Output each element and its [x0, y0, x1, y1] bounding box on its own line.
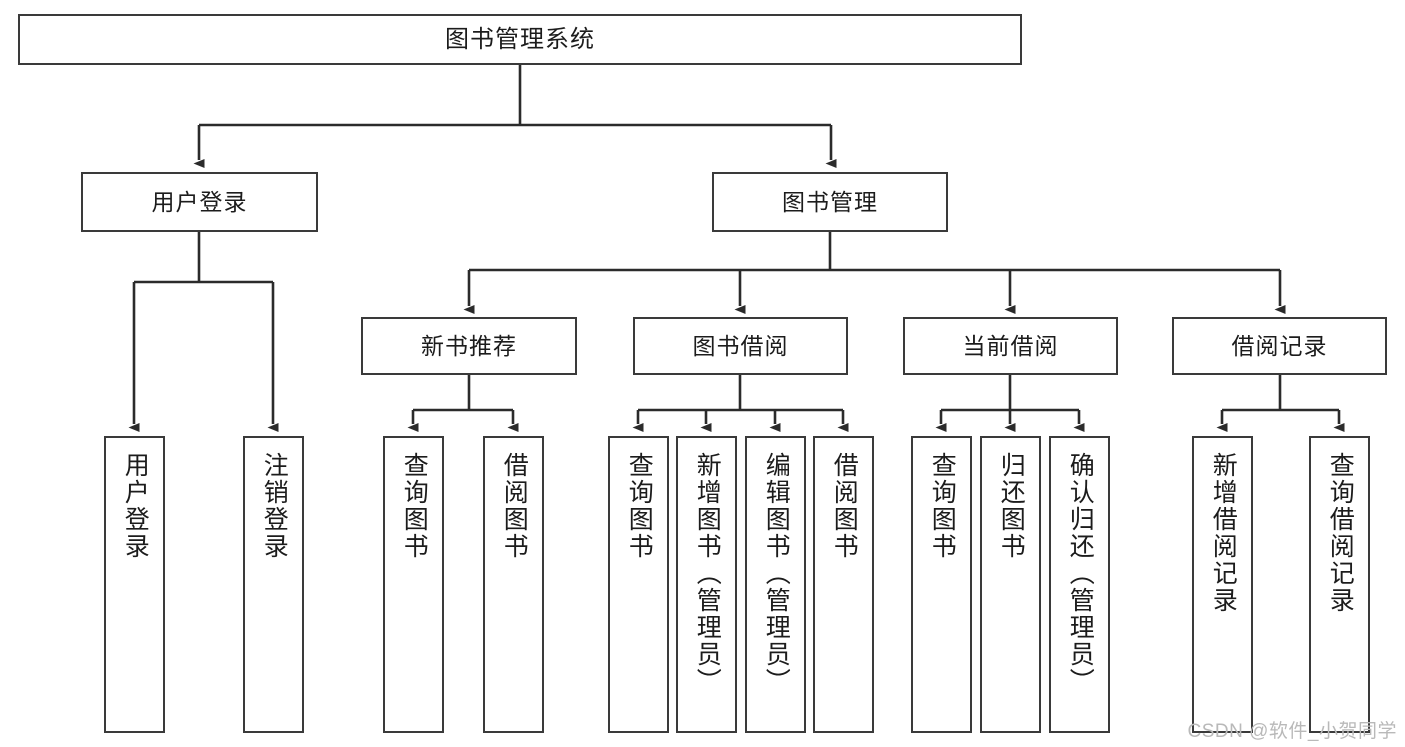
node-label: 查询图书 — [625, 452, 654, 560]
node-leaf-confirm-return-admin[interactable]: 确认归还（管理员） — [1049, 436, 1110, 733]
node-leaf-query-borrow-record[interactable]: 查询借阅记录 — [1309, 436, 1370, 733]
node-new-book-recommend[interactable]: 新书推荐 — [361, 317, 577, 375]
node-book-borrow[interactable]: 图书借阅 — [633, 317, 848, 375]
node-label: 编辑图书（管理员） — [762, 452, 791, 695]
node-label: 新增借阅记录 — [1209, 452, 1238, 614]
node-label: 归还图书 — [997, 452, 1026, 560]
node-label: 新书推荐 — [421, 332, 517, 359]
node-label: 查询图书 — [928, 452, 957, 560]
node-borrow-record[interactable]: 借阅记录 — [1172, 317, 1387, 375]
node-label: 注销登录 — [260, 452, 289, 560]
node-leaf-edit-book-admin[interactable]: 编辑图书（管理员） — [745, 436, 806, 733]
node-label: 用户登录 — [121, 452, 150, 560]
node-user-login[interactable]: 用户登录 — [81, 172, 318, 232]
node-leaf-query-book-2[interactable]: 查询图书 — [608, 436, 669, 733]
node-label: 查询图书 — [400, 452, 429, 560]
node-label: 图书管理系统 — [445, 25, 595, 53]
node-leaf-user-login[interactable]: 用户登录 — [104, 436, 165, 733]
node-label: 当前借阅 — [962, 332, 1059, 359]
node-leaf-add-book-admin[interactable]: 新增图书（管理员） — [676, 436, 737, 733]
node-root-system[interactable]: 图书管理系统 — [18, 14, 1022, 65]
node-leaf-borrow-book-1[interactable]: 借阅图书 — [483, 436, 544, 733]
node-leaf-query-book-3[interactable]: 查询图书 — [911, 436, 972, 733]
node-label: 借阅图书 — [830, 452, 859, 560]
node-leaf-return-book[interactable]: 归还图书 — [980, 436, 1041, 733]
node-label: 借阅记录 — [1231, 332, 1328, 359]
node-label: 查询借阅记录 — [1326, 452, 1355, 614]
watermark-text: CSDN @软件_小贺同学 — [1187, 721, 1397, 742]
node-leaf-logout-login[interactable]: 注销登录 — [243, 436, 304, 733]
node-book-management[interactable]: 图书管理 — [712, 172, 948, 232]
node-label: 图书管理 — [782, 188, 878, 215]
node-current-borrow[interactable]: 当前借阅 — [903, 317, 1118, 375]
node-label: 用户登录 — [151, 188, 248, 215]
node-label: 借阅图书 — [500, 452, 529, 560]
node-label: 新增图书（管理员） — [693, 452, 722, 695]
node-label: 确认归还（管理员） — [1066, 452, 1095, 695]
node-leaf-query-book-1[interactable]: 查询图书 — [383, 436, 444, 733]
node-label: 图书借阅 — [692, 332, 789, 359]
node-leaf-borrow-book-2[interactable]: 借阅图书 — [813, 436, 874, 733]
node-leaf-add-borrow-record[interactable]: 新增借阅记录 — [1192, 436, 1253, 733]
